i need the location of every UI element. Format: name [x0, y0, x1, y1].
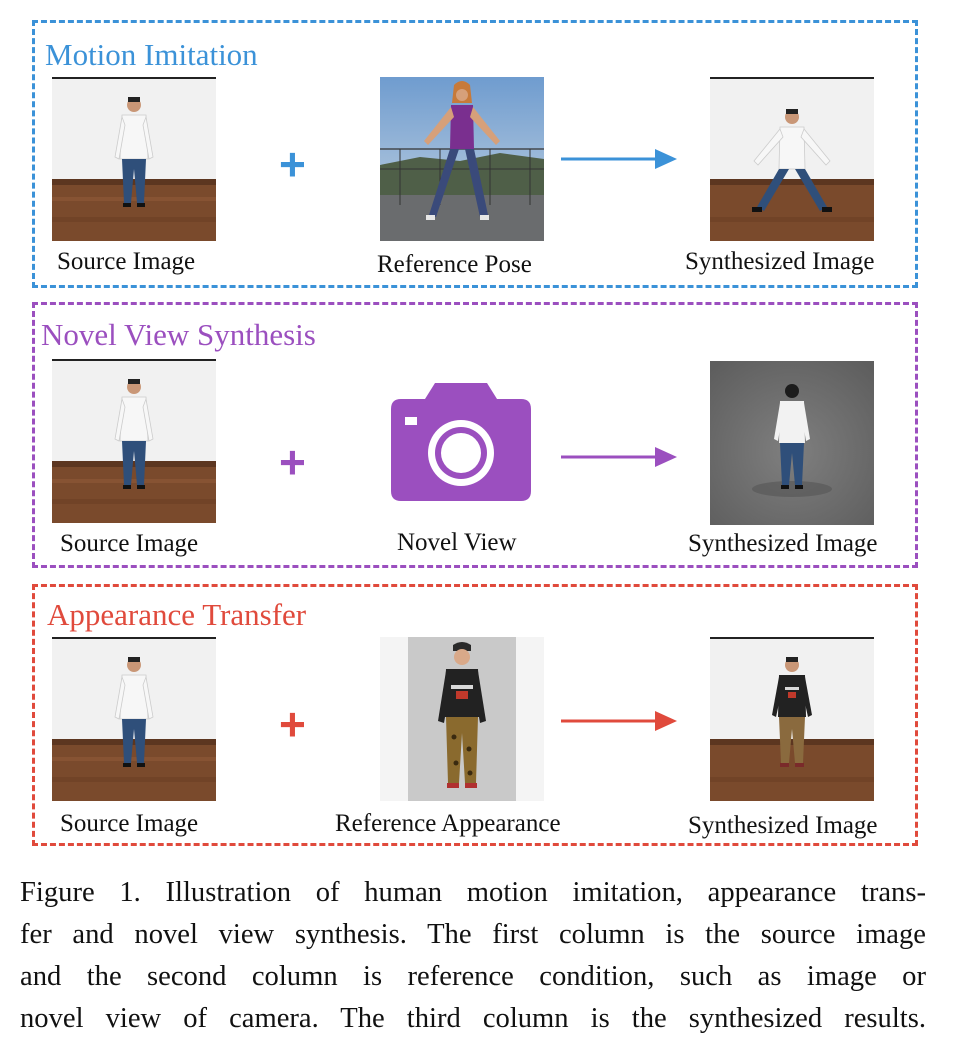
synthesized-image-caption: Synthesized Image: [688, 812, 878, 839]
camera-icon: [391, 383, 531, 501]
figure-caption: Figure 1. Illustration of human motion i…: [20, 872, 926, 1040]
figure-caption-line: Figure 1. Illustration of human motion i…: [20, 877, 926, 908]
figure-caption-line: fer and novel view synthesis. The first …: [20, 919, 926, 950]
source-image-caption: Source Image: [57, 248, 196, 275]
plus-sign: +: [279, 138, 306, 190]
panel-title: Novel View Synthesis: [41, 317, 316, 352]
source-image: [52, 77, 216, 241]
novel-view-synthesis-panel: Novel View Synthesis Source Image +: [32, 302, 918, 568]
reference-appearance-caption: Reference Appearance: [335, 810, 561, 837]
appearance-transfer-panel: Appearance Transfer Source Image +: [32, 584, 918, 846]
synthesized-image: [710, 361, 874, 525]
source-image-caption: Source Image: [60, 810, 199, 837]
plus-sign: +: [279, 698, 306, 750]
motion-imitation-panel: Motion Imitation Source Image +: [32, 20, 918, 288]
reference-pose-caption: Reference Pose: [377, 251, 532, 278]
figure-caption-line: novel view of camera. The third column i…: [20, 1003, 926, 1034]
reference-appearance-image: [380, 637, 544, 801]
source-image-caption: Source Image: [60, 530, 199, 557]
synthesized-image-caption: Synthesized Image: [685, 248, 875, 275]
synthesized-image: [710, 77, 874, 241]
reference-pose-image: [380, 77, 544, 241]
synthesized-image: [710, 637, 874, 801]
arrow-right-icon: [561, 147, 679, 171]
panel-title: Motion Imitation: [45, 37, 258, 72]
panel-title: Appearance Transfer: [47, 597, 307, 632]
arrow-right-icon: [561, 709, 679, 733]
plus-sign: +: [279, 436, 306, 488]
synthesized-image-caption: Synthesized Image: [688, 530, 878, 557]
figure-caption-line: and the second column is reference condi…: [20, 961, 926, 992]
source-image: [52, 359, 216, 523]
arrow-right-icon: [561, 445, 679, 469]
source-image: [52, 637, 216, 801]
novel-view-caption: Novel View: [397, 529, 517, 556]
